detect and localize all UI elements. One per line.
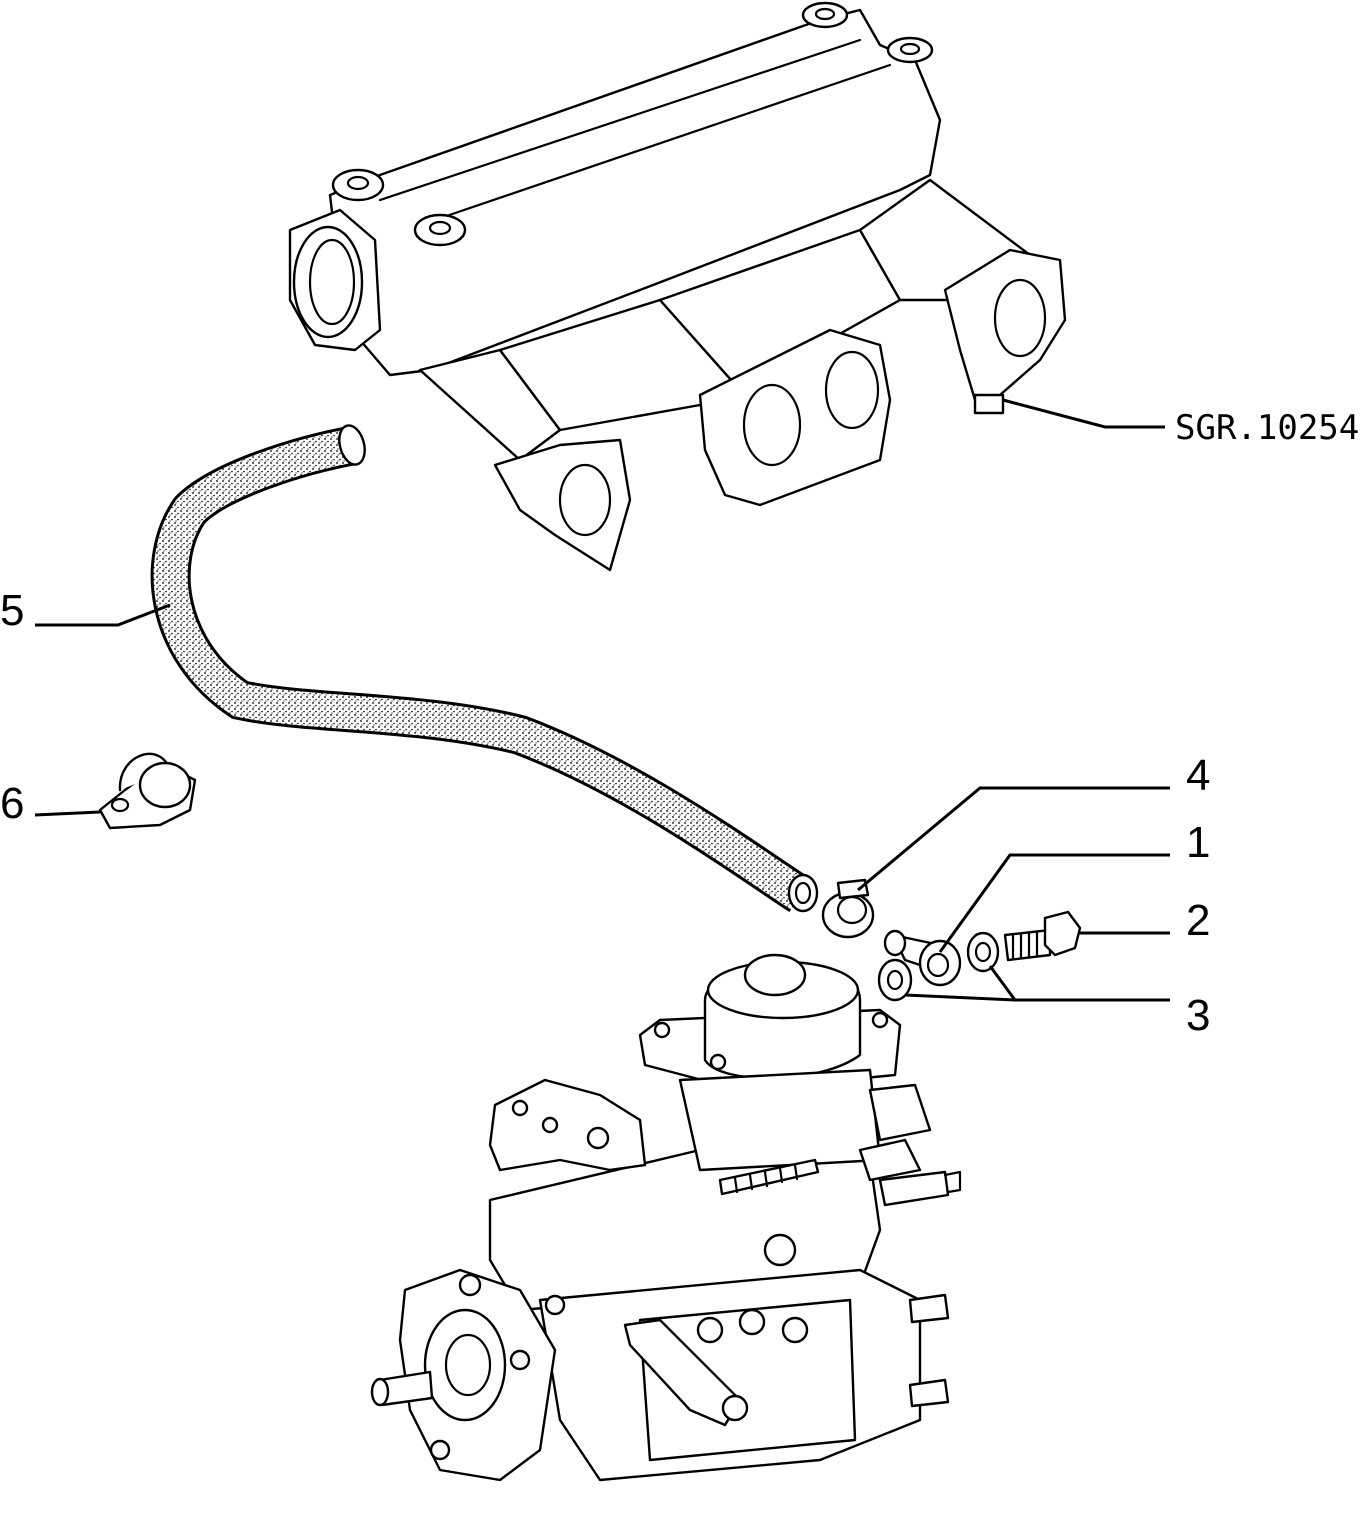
hose xyxy=(150,424,819,913)
leader-1 xyxy=(938,853,1170,953)
callout-3: 3 xyxy=(1186,991,1210,1040)
callout-5: 5 xyxy=(0,586,24,635)
leader-lines xyxy=(34,398,1170,1002)
leader-6 xyxy=(34,810,101,817)
callout-4: 4 xyxy=(1186,751,1210,800)
washer-left xyxy=(877,958,913,1002)
banjo-bolt xyxy=(1003,910,1082,962)
leader-ref xyxy=(1002,398,1165,429)
intake-manifold xyxy=(288,1,1067,572)
callout-1: 1 xyxy=(1186,818,1210,867)
callout-2: 2 xyxy=(1186,896,1210,945)
washer-right xyxy=(966,931,1000,973)
reference-code: SGR.10254 xyxy=(1175,408,1359,448)
leader-5 xyxy=(35,603,171,627)
injection-pump xyxy=(370,953,962,1482)
banjo-fitting xyxy=(883,929,962,987)
leader-3b xyxy=(988,965,1170,1002)
leader-4 xyxy=(857,786,1170,892)
callout-6: 6 xyxy=(0,779,24,828)
clip-bracket xyxy=(98,752,197,830)
hose-clamp xyxy=(821,878,875,939)
leader-3a xyxy=(904,993,1016,1002)
